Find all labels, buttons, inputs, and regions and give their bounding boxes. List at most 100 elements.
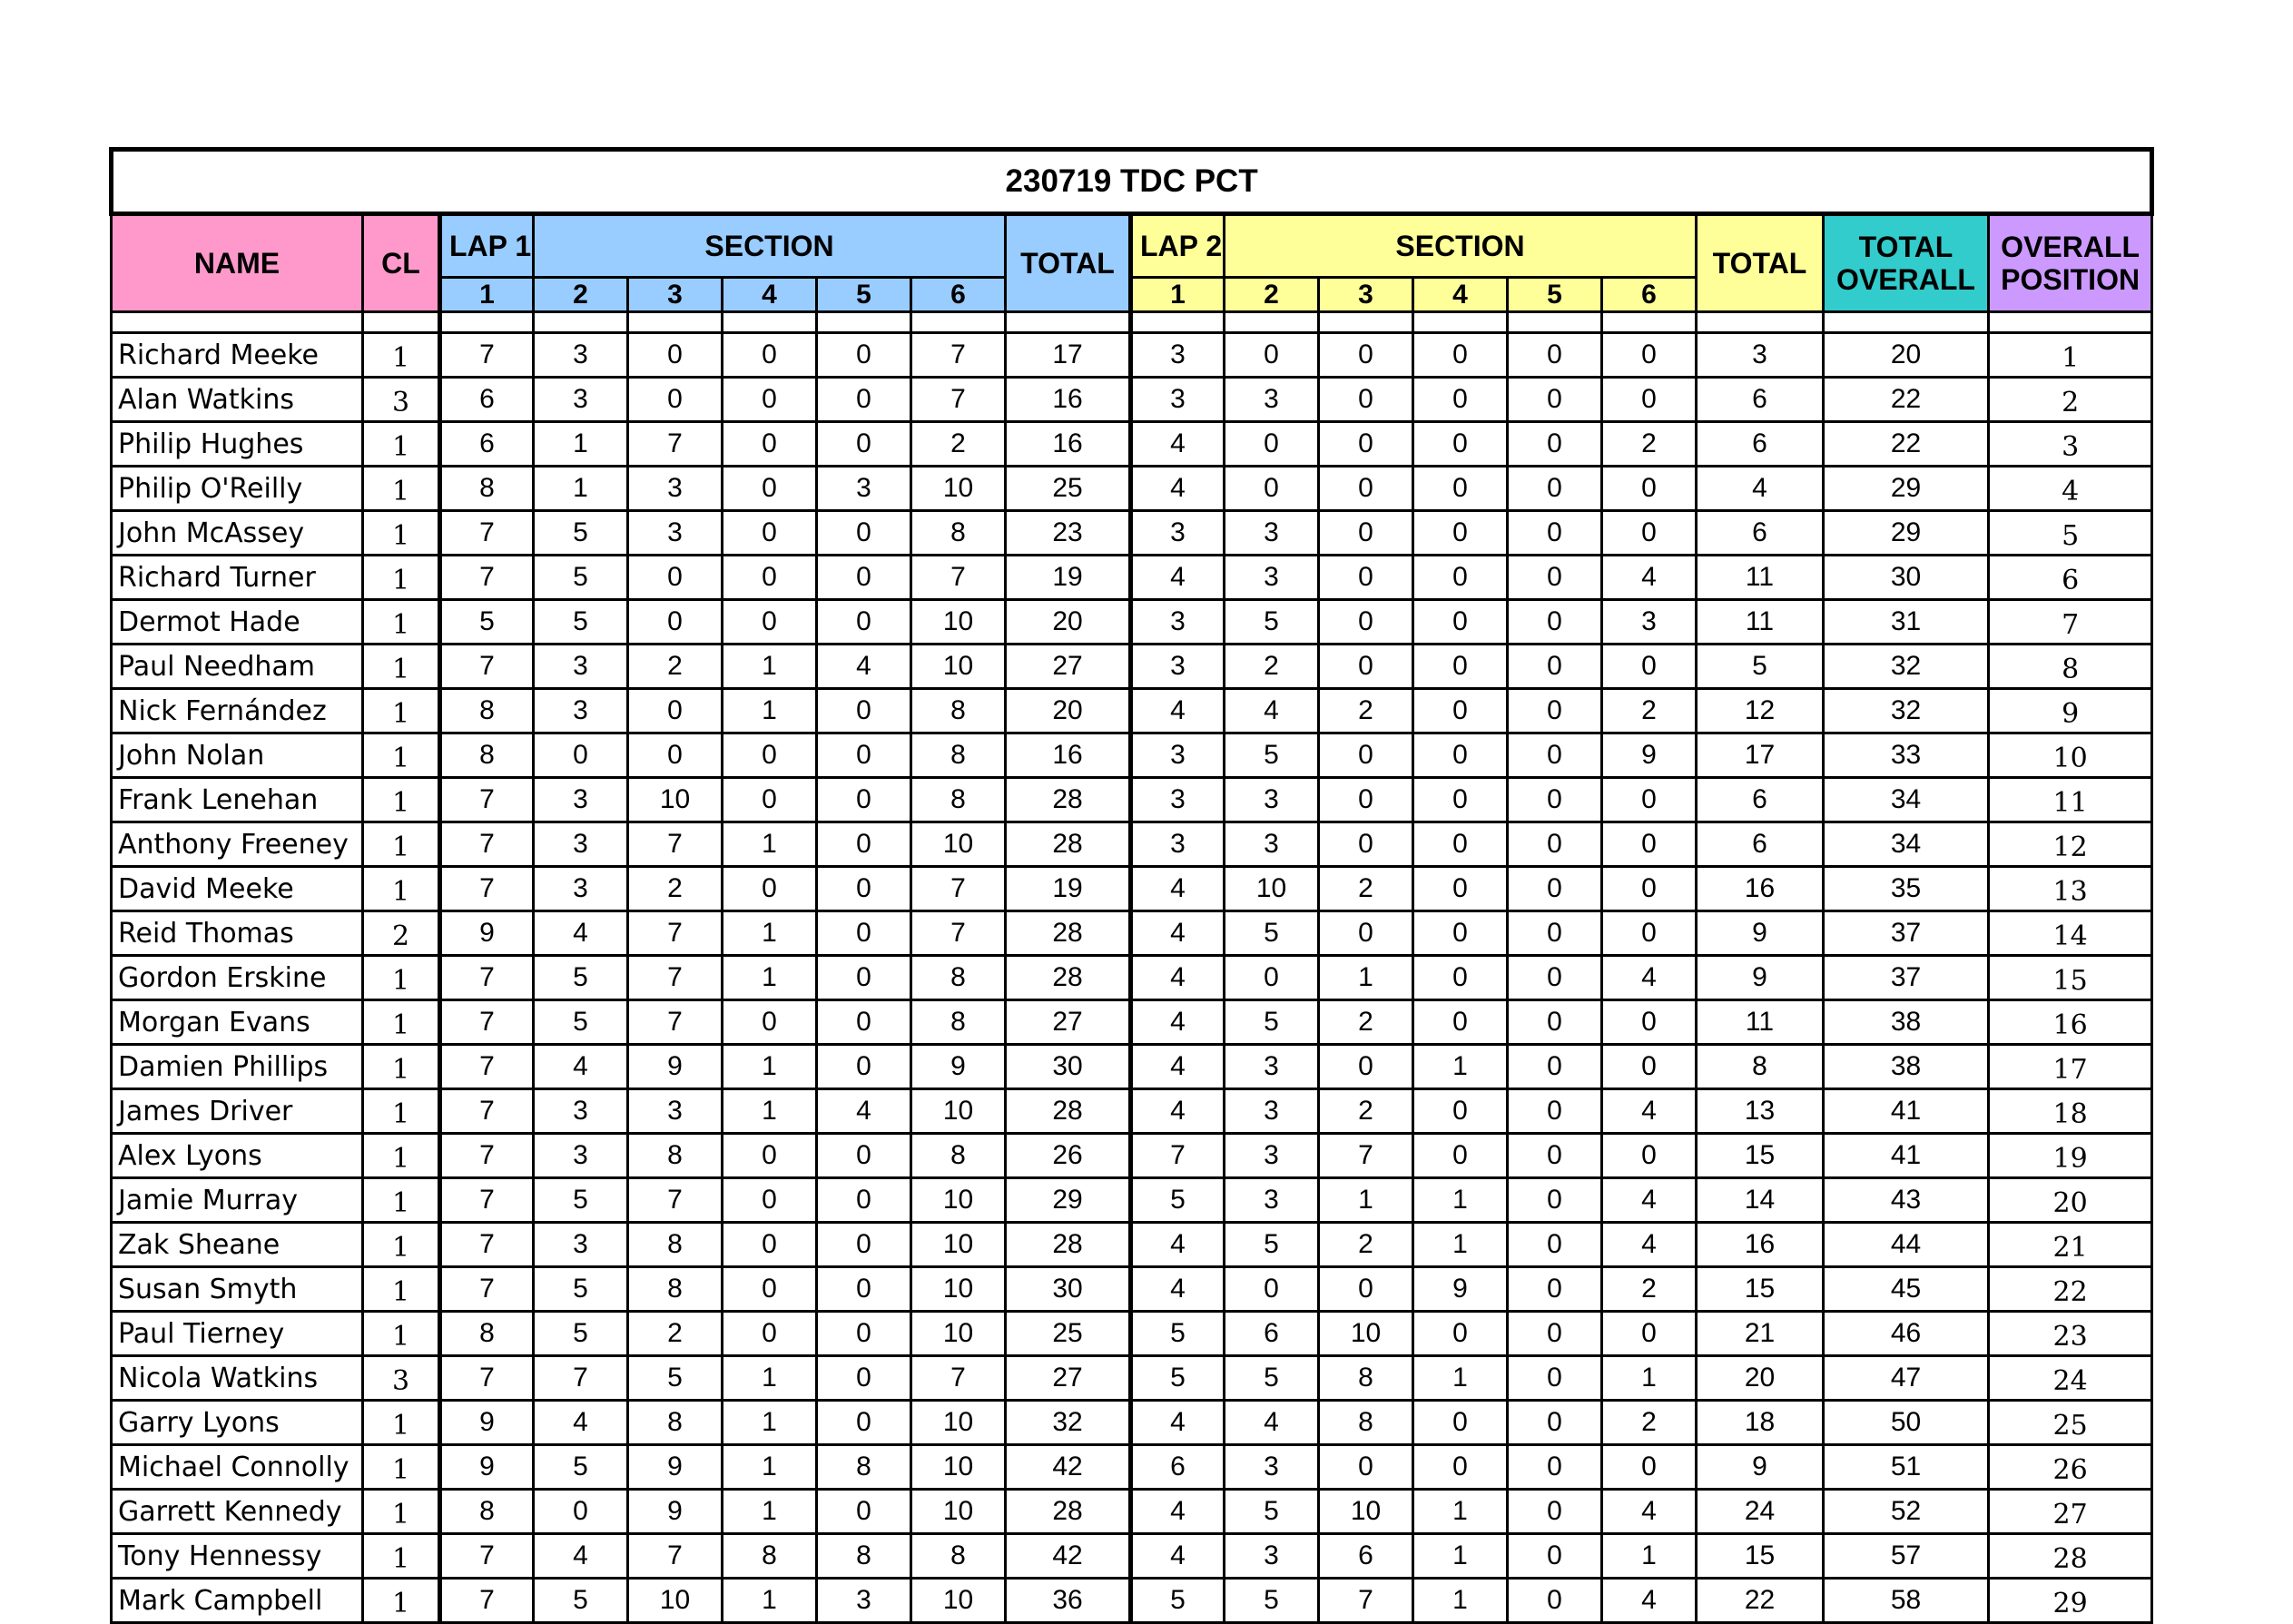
lap2-section-score: 0 [1412, 1132, 1509, 1179]
lap1-section-score: 5 [438, 598, 535, 645]
lap2-section-score: 0 [1412, 509, 1509, 556]
lap2-section-score: 4 [1128, 1265, 1225, 1313]
competitor-name: Philip O'Reilly [110, 465, 364, 512]
lap2-section-number: 5 [1506, 276, 1603, 313]
lap1-section-score: 1 [721, 1443, 818, 1491]
lap1-section-score: 5 [532, 1310, 629, 1357]
overall-position: 1 [1986, 331, 2154, 379]
lap2-total: 21 [1695, 1310, 1825, 1357]
lap2-section-score: 0 [1506, 1221, 1603, 1268]
lap1-total: 30 [1004, 1265, 1132, 1313]
lap2-section-score: 0 [1223, 954, 1320, 1001]
lap1-total: 27 [1004, 1354, 1132, 1402]
lap1-section-score: 7 [438, 1265, 535, 1313]
overall-position: 2 [1986, 376, 2154, 423]
lap1-section-score: 9 [626, 1488, 723, 1535]
lap2-section-score: 0 [1600, 331, 1698, 379]
lap2-total: 18 [1695, 1399, 1825, 1446]
lap1-section-score: 7 [438, 865, 535, 912]
lap2-section-score: 3 [1223, 776, 1320, 823]
lap1-section-score: 9 [910, 1043, 1007, 1090]
lap2-section-score: 1 [1412, 1354, 1509, 1402]
class-cell: 3 [361, 376, 441, 423]
lap1-section-score: 8 [910, 509, 1007, 556]
lap2-section-score: 0 [1317, 420, 1414, 468]
lap1-section-score: 1 [721, 1088, 818, 1135]
lap2-section-score: 2 [1317, 1088, 1414, 1135]
lap2-total: 9 [1695, 954, 1825, 1001]
overall-position: 28 [1986, 1532, 2154, 1580]
lap2-section-score: 4 [1128, 465, 1225, 512]
lap2-section-score: 4 [1128, 1088, 1225, 1135]
lap2-section-score: 3 [1128, 821, 1225, 868]
class-cell: 1 [361, 465, 441, 512]
overall-position: 21 [1986, 1221, 2154, 1268]
lap2-total: 22 [1695, 1577, 1825, 1624]
lap2-section-score: 0 [1600, 465, 1698, 512]
overall-position: 26 [1986, 1443, 2154, 1491]
lap1-section-score: 0 [532, 732, 629, 779]
lap1-section-score: 0 [721, 732, 818, 779]
lap2-section-score: 2 [1317, 687, 1414, 734]
lap2-section-score: 0 [1412, 687, 1509, 734]
lap2-total: 20 [1695, 1354, 1825, 1402]
lap2-section-score: 5 [1223, 1577, 1320, 1624]
class-cell: 1 [361, 1310, 441, 1357]
class-cell: 1 [361, 1443, 441, 1491]
total-overall: 32 [1822, 643, 1990, 690]
lap2-section-score: 0 [1317, 776, 1414, 823]
lap1-section-score: 9 [438, 1443, 535, 1491]
total-overall: 32 [1822, 687, 1990, 734]
lap1-section-score: 7 [910, 1354, 1007, 1402]
competitor-name: Garry Lyons [110, 1399, 364, 1446]
overall-position: 15 [1986, 954, 2154, 1001]
lap1-section-score: 0 [721, 331, 818, 379]
spacer-row [110, 310, 2154, 334]
lap2-section-number: 3 [1317, 276, 1414, 313]
lap2-section-score: 0 [1506, 954, 1603, 1001]
lap2-section-score: 5 [1128, 1176, 1225, 1224]
overall-position: 3 [1986, 420, 2154, 468]
lap2-section-score: 0 [1317, 554, 1414, 601]
lap1-section-score: 7 [438, 1221, 535, 1268]
lap1-section-score: 5 [532, 509, 629, 556]
lap2-section-score: 0 [1317, 910, 1414, 957]
lap2-section-score: 4 [1128, 954, 1225, 1001]
lap2-section-score: 0 [1506, 509, 1603, 556]
lap2-section-score: 0 [1506, 1310, 1603, 1357]
lap1-section-score: 4 [815, 643, 912, 690]
lap2-section-score: 0 [1506, 821, 1603, 868]
total-overall: 41 [1822, 1088, 1990, 1135]
lap2-section-score: 0 [1412, 554, 1509, 601]
lap2-total: 6 [1695, 420, 1825, 468]
sheet-title: 230719 TDC PCT [108, 147, 2155, 216]
lap1-section-score: 3 [532, 821, 629, 868]
lap1-section-score: 0 [815, 1265, 912, 1313]
lap2-section-score: 4 [1128, 1043, 1225, 1090]
lap2-section-score: 3 [1223, 1443, 1320, 1491]
lap2-section-score: 1 [1412, 1532, 1509, 1580]
lap1-section-score: 0 [626, 331, 723, 379]
lap2-section-score: 2 [1317, 999, 1414, 1046]
header-lap2-total: TOTAL [1695, 212, 1825, 313]
lap2-section-score: 5 [1223, 732, 1320, 779]
competitor-name: Gordon Erskine [110, 954, 364, 1001]
lap1-section-score: 2 [626, 643, 723, 690]
lap2-section-score: 0 [1412, 420, 1509, 468]
lap2-section-score: 0 [1600, 999, 1698, 1046]
lap2-total: 15 [1695, 1532, 1825, 1580]
lap1-section-score: 0 [815, 954, 912, 1001]
lap1-section-score: 4 [532, 1532, 629, 1580]
lap1-section-score: 0 [721, 1310, 818, 1357]
lap1-section-score: 5 [532, 1443, 629, 1491]
class-cell: 2 [361, 910, 441, 957]
competitor-name: Alan Watkins [110, 376, 364, 423]
lap2-section-score: 1 [1412, 1488, 1509, 1535]
lap1-total: 19 [1004, 865, 1132, 912]
lap1-section-score: 0 [721, 598, 818, 645]
lap1-section-score: 0 [815, 598, 912, 645]
